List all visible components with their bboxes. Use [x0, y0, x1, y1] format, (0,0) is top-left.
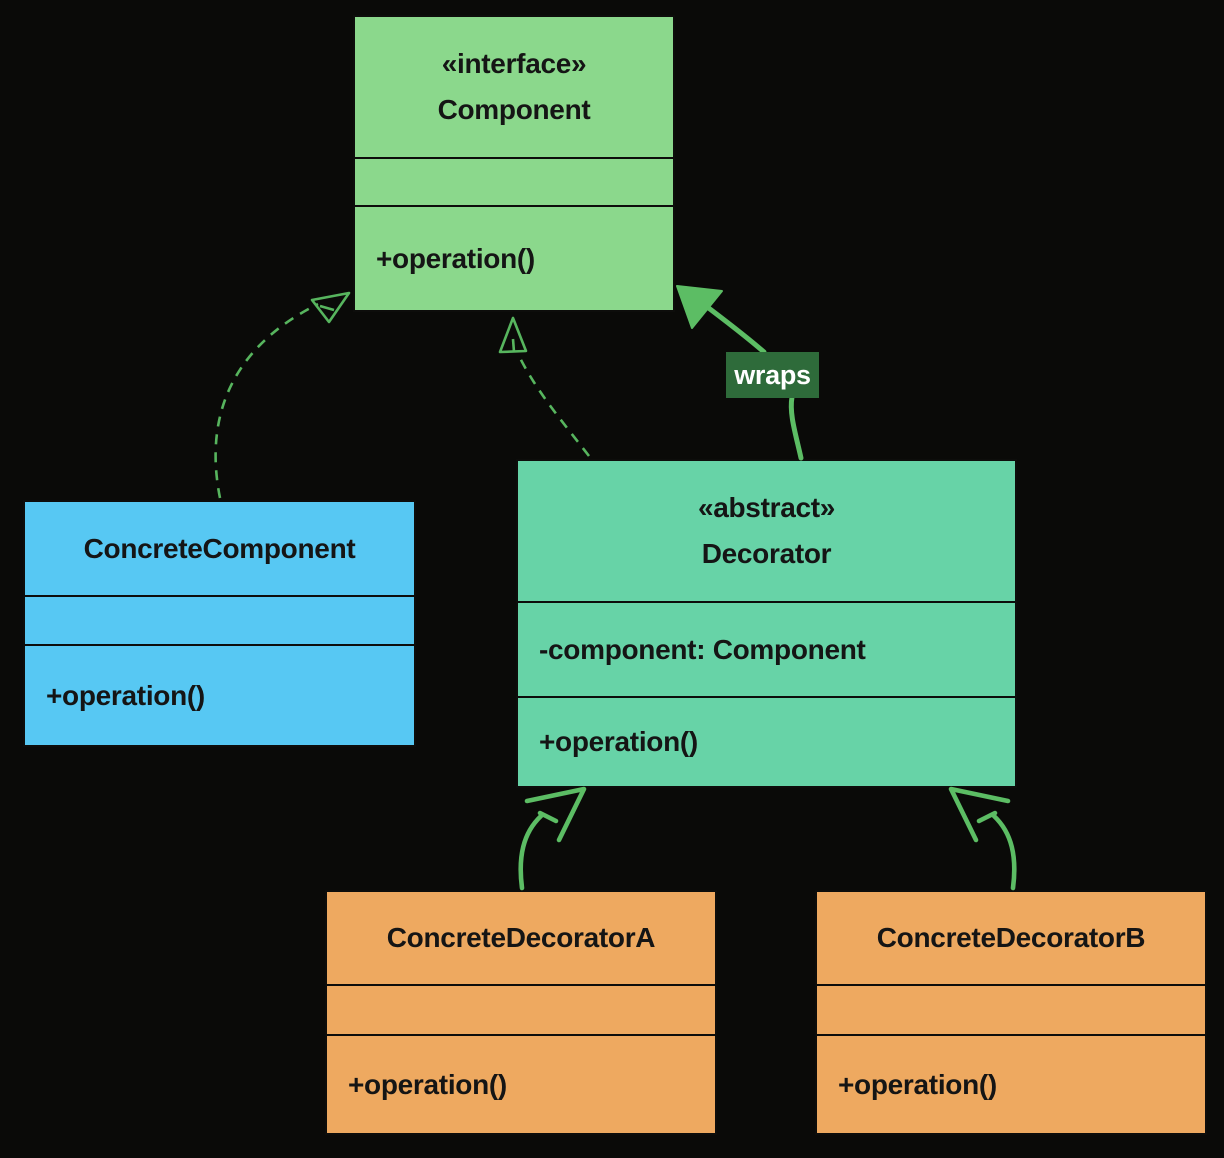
class-title-decorator: «abstract» Decorator	[518, 461, 1015, 601]
class-stereotype: «abstract»	[697, 492, 836, 523]
edge-inheritance-b	[948, 786, 1017, 891]
class-operations-concrete-component: +operation()	[25, 644, 414, 745]
class-stereotype: «interface»	[441, 48, 587, 79]
class-title-concrete-decorator-a: ConcreteDecoratorA	[327, 892, 715, 984]
class-attributes-concrete-decorator-a	[327, 984, 715, 1034]
class-box-concrete-component[interactable]: ConcreteComponent +operation()	[23, 500, 416, 747]
class-name: ConcreteDecoratorB	[876, 922, 1146, 953]
class-operations-concrete-decorator-a: +operation()	[327, 1034, 715, 1133]
class-name: ConcreteDecoratorA	[386, 922, 656, 953]
class-name: ConcreteComponent	[83, 532, 356, 564]
class-name: Decorator	[701, 538, 832, 569]
class-operations-component: +operation()	[355, 205, 673, 310]
class-box-component[interactable]: «interface» Component +operation()	[353, 15, 675, 312]
class-operations-concrete-decorator-b: +operation()	[817, 1034, 1205, 1133]
class-attributes-decorator: -component: Component	[518, 601, 1015, 696]
class-box-decorator[interactable]: «abstract» Decorator -component: Compone…	[516, 459, 1017, 788]
class-attributes-component	[355, 157, 673, 205]
wraps-edge-label[interactable]: wraps	[726, 352, 819, 398]
class-title-component: «interface» Component	[355, 17, 673, 157]
class-title-concrete-decorator-b: ConcreteDecoratorB	[817, 892, 1205, 984]
edge-inheritance-a	[518, 786, 587, 891]
class-operations-decorator: +operation()	[518, 696, 1015, 786]
class-box-concrete-decorator-b[interactable]: ConcreteDecoratorB +operation()	[815, 890, 1207, 1135]
class-attributes-concrete-decorator-b	[817, 984, 1205, 1034]
edge-realization-concrete-component	[214, 291, 351, 499]
class-box-concrete-decorator-a[interactable]: ConcreteDecoratorA +operation()	[325, 890, 717, 1135]
class-title-concrete-component: ConcreteComponent	[25, 502, 414, 595]
edge-realization-decorator	[498, 316, 591, 457]
class-attributes-concrete-component	[25, 595, 414, 644]
class-name: Component	[437, 94, 591, 125]
